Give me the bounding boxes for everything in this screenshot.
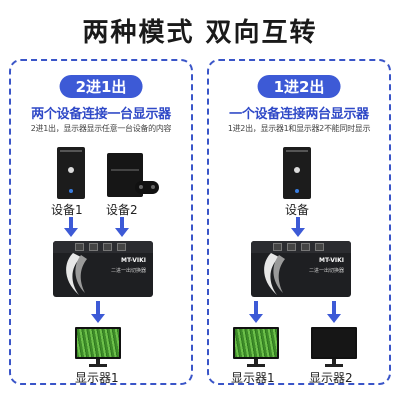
mode-description: 1进2出，显示器1和显示器2不能同时显示	[227, 124, 371, 133]
mode-panel-1in2out: 1进2出 一个设备连接两台显示器 1进2出，显示器1和显示器2不能同时显示 设备…	[207, 59, 391, 385]
down-arrow-icon	[327, 301, 341, 323]
switch-model: 二进一出切换器	[308, 268, 344, 274]
gamepad-icon	[135, 181, 159, 194]
mode-title: 两个设备连接一台显示器	[31, 107, 171, 122]
monitor-label-1: 显示器1	[75, 371, 119, 385]
mode-badge: 2进1出	[59, 75, 143, 98]
monitor-icon	[75, 327, 121, 359]
switch-model: 二进一出切换器	[110, 268, 146, 274]
monitor-label-2: 显示器2	[309, 371, 353, 385]
device-label-1: 设备1	[51, 203, 83, 217]
mode-description: 2进1出，显示器显示任意一台设备的内容	[30, 124, 172, 133]
desktop-pc-icon	[283, 147, 311, 199]
kvm-switch-icon: MT-VIKI 二进一出切换器	[251, 241, 351, 297]
monitor-label-1: 显示器1	[231, 371, 275, 385]
down-arrow-icon	[91, 301, 105, 323]
game-console-icon	[107, 153, 143, 197]
mode-badge: 1进2出	[257, 75, 341, 98]
monitor-icon	[233, 327, 279, 359]
switch-brand: MT-VIKI	[121, 257, 146, 264]
page-headline: 两种模式 双向互转	[82, 18, 318, 48]
down-arrow-icon	[249, 301, 263, 323]
down-arrow-icon	[291, 217, 305, 237]
down-arrow-icon	[64, 217, 78, 237]
monitor-icon	[311, 327, 357, 359]
switch-brand: MT-VIKI	[319, 257, 344, 264]
mode-panel-2in1out: 2进1出 两个设备连接一台显示器 2进1出，显示器显示任意一台设备的内容 设备1…	[9, 59, 193, 385]
device-label-2: 设备2	[106, 203, 138, 217]
mode-title: 一个设备连接两台显示器	[229, 107, 369, 122]
device-label: 设备	[285, 203, 310, 217]
kvm-switch-icon: MT-VIKI 二进一出切换器	[53, 241, 153, 297]
down-arrow-icon	[115, 217, 129, 237]
desktop-pc-icon	[57, 147, 85, 199]
